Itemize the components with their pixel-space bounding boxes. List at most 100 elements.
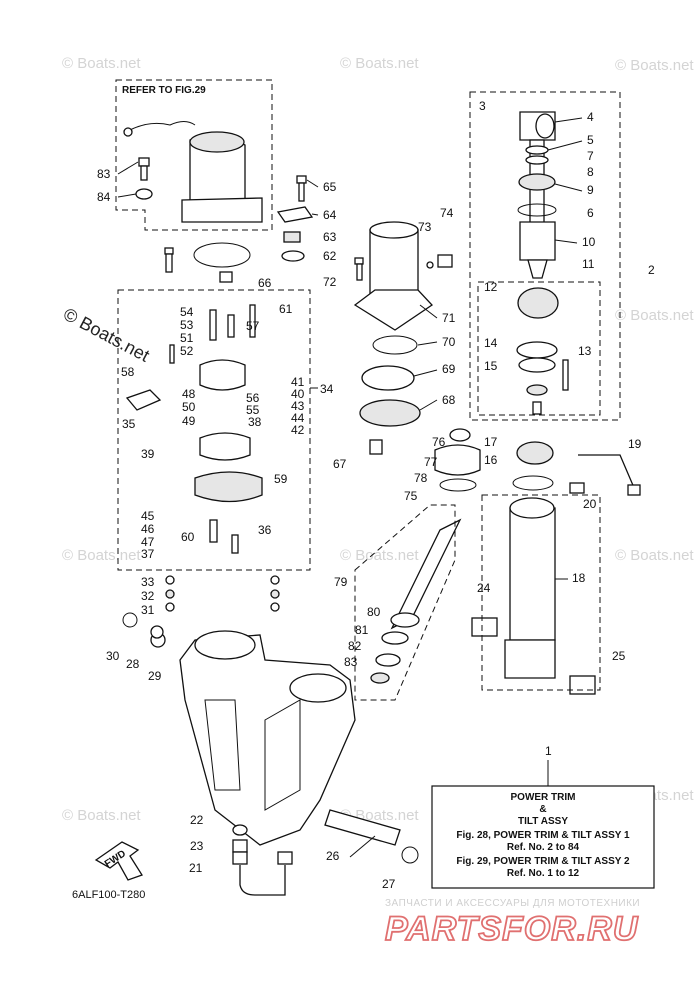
callout: 13 — [578, 344, 592, 358]
ring-5 — [525, 145, 549, 155]
bolt — [532, 401, 542, 415]
fitting-21a — [232, 851, 248, 865]
fitting-21b — [277, 851, 293, 865]
leader — [554, 239, 578, 244]
wire-terminal — [123, 127, 133, 137]
callout: 79 — [334, 575, 348, 589]
legend-fig29-ref: Ref. No. 1 to 12 — [507, 868, 580, 879]
filter-67 — [359, 399, 421, 427]
reservoir-flange — [353, 289, 433, 331]
callout: 54 — [180, 305, 194, 319]
leader — [554, 183, 583, 192]
piston-12 — [517, 287, 559, 319]
watermark: © Boats.net — [615, 57, 694, 74]
callout: 8 — [587, 165, 594, 179]
leader — [117, 193, 137, 198]
callout: 49 — [182, 414, 196, 428]
filter-68 — [361, 365, 415, 391]
cylinder-top — [509, 497, 555, 519]
pump-assembly — [117, 289, 318, 612]
ring-27 — [150, 625, 164, 639]
refer-label: REFER TO FIG.29 — [122, 85, 206, 96]
callout: 68 — [442, 393, 456, 407]
cylinder-group — [471, 441, 641, 695]
ring-22 — [232, 824, 248, 836]
pipe-19 — [578, 454, 636, 491]
plug-23 — [232, 839, 248, 853]
callout: 75 — [404, 489, 418, 503]
piston-box — [477, 281, 601, 416]
screw-59 — [209, 519, 218, 543]
bolt-71-shank — [356, 263, 363, 281]
callout: 64 — [323, 208, 337, 222]
gasket-63 — [276, 206, 314, 223]
ring-7 — [525, 155, 549, 165]
upper-small-parts — [164, 175, 314, 283]
body-port-reservoir — [289, 673, 347, 703]
callout: 47 — [141, 535, 155, 549]
callout: 83 — [97, 167, 111, 181]
rod-74 — [390, 518, 462, 630]
ring-81 — [375, 653, 401, 667]
bolt-71-head — [354, 257, 364, 265]
watermark: © Boats.net — [615, 307, 694, 324]
ring-30b — [270, 602, 280, 612]
cap-77 — [434, 444, 481, 476]
callout: 15 — [484, 359, 498, 373]
callout: 58 — [121, 365, 135, 379]
ring-75 — [449, 428, 471, 442]
callout: 4 — [587, 110, 594, 124]
legend-title-1: POWER TRIM — [511, 792, 576, 803]
ring-32 — [165, 575, 175, 585]
callout: 22 — [190, 813, 204, 827]
rod-eye — [535, 113, 555, 139]
callout: 73 — [418, 220, 432, 234]
reservoir-top — [369, 221, 419, 239]
callout: 36 — [258, 523, 272, 537]
bracket-body — [122, 612, 419, 896]
o-ring-69b — [372, 335, 418, 355]
shop-branding: ЗАПЧАСТИ И АКСЕССУАРЫ ДЛЯ МОТОТЕХНИКИ PA… — [384, 898, 640, 949]
pin-60 — [249, 304, 256, 338]
callout: 29 — [148, 669, 162, 683]
cap-17 — [516, 441, 554, 465]
callout: 1 — [545, 744, 552, 758]
callout: 33 — [141, 575, 155, 589]
legend-fig29: Fig. 29, POWER TRIM & TILT ASSY 2 — [456, 856, 630, 867]
tilt-ram-assembly — [469, 91, 621, 421]
callout: 34 — [320, 382, 334, 396]
o-ring-16 — [512, 475, 554, 491]
reservoir-group — [353, 221, 453, 455]
callout: 80 — [367, 605, 381, 619]
callout: 43 — [291, 399, 305, 413]
callout: 18 — [572, 571, 586, 585]
washer — [135, 188, 153, 200]
gland-10 — [519, 221, 556, 261]
tip-11 — [527, 259, 548, 279]
callout: 44 — [291, 411, 305, 425]
callout: 82 — [348, 639, 362, 653]
watermark-dark: © Boats.net — [60, 304, 153, 366]
callout: 76 — [432, 435, 446, 449]
callout: 83 — [344, 655, 358, 669]
callout: 19 — [628, 437, 642, 451]
ring-32b — [270, 575, 280, 585]
callout: 9 — [587, 183, 594, 197]
callout: 38 — [248, 415, 262, 429]
callout: 77 — [424, 455, 438, 469]
legend-fig28: Fig. 28, POWER TRIM & TILT ASSY 1 — [456, 830, 630, 841]
ring-31b — [270, 589, 280, 599]
callout: 27 — [382, 877, 396, 891]
pipe-21 — [239, 865, 286, 896]
callout: 21 — [189, 861, 203, 875]
fwd-arrow: FWD — [94, 841, 143, 881]
callout: 46 — [141, 522, 155, 536]
callout: 65 — [323, 180, 337, 194]
leader — [419, 399, 438, 411]
callout: 25 — [612, 649, 626, 663]
plate-61 — [281, 250, 305, 262]
spring-13 — [562, 359, 569, 391]
legend-frame — [431, 785, 655, 889]
motor-group: REFER TO FIG.29 — [115, 79, 273, 231]
shaft-53 — [209, 309, 217, 341]
